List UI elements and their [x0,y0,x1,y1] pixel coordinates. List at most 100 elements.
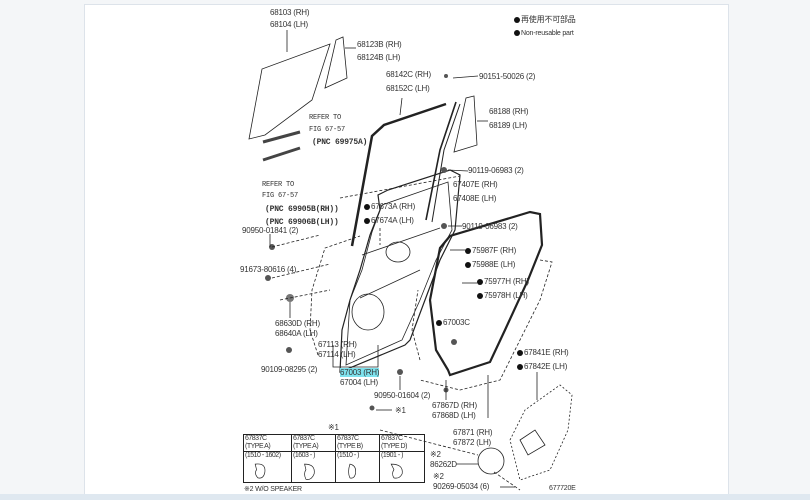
part-label[interactable]: 68124B (LH) [357,53,401,62]
division-bar [425,101,457,221]
part-label[interactable]: 67004 (LH) [340,378,379,387]
belt-moulding-outer [262,130,301,144]
part-label-nonreusable[interactable]: 67841E (RH) [517,348,569,357]
non-reusable-dot-icon [517,364,523,370]
rear-frame [453,95,478,153]
bolt-icon [441,167,447,173]
part-type: (TYPE A) [293,443,319,450]
part-label[interactable]: 90950-01841 (2) [242,226,299,235]
table-cell-part[interactable]: 67837C(TYPE B) [335,434,380,452]
part-number: 67842E (LH) [524,362,568,371]
part-label[interactable]: 68123B (RH) [357,40,402,49]
date-range: (1901 - ) [381,452,403,460]
part-number: 67837C [293,435,315,443]
table-cell-part[interactable]: 67837C(TYPE A) [243,434,292,452]
non-reusable-dot-icon [436,320,442,326]
refer-pnc[interactable]: (PNC 69975A) [312,138,368,147]
part-label[interactable]: 68640A (LH) [275,329,318,338]
part-label[interactable]: 68189 (LH) [489,121,528,130]
part-label[interactable]: 67114 (LH) [318,350,356,359]
bottom-border [0,494,810,500]
part-type: (TYPE B) [337,443,363,450]
refer-pnc[interactable]: (PNC 69906B(LH)) [265,218,339,227]
legend-jp-text: 再使用不可部品 [521,15,576,24]
part-label-nonreusable[interactable]: 67842E (LH) [517,362,567,371]
door-weatherstrip [428,210,544,377]
clip-shape-icon [304,463,315,480]
part-label[interactable]: 67872 (LH) [453,438,492,447]
part-label[interactable]: 67407E (RH) [453,180,498,189]
note-mark: ※2 [430,450,441,459]
non-reusable-dot-icon [465,262,471,268]
variant-table: 67837C(TYPE A) 67837C(TYPE A) 67837C(TYP… [243,434,425,483]
part-label[interactable]: 68103 (RH) [270,8,310,17]
part-label[interactable]: 90119-06983 (2) [468,166,524,175]
part-label[interactable]: 67113 (RH) [318,340,357,349]
part-label-nonreusable[interactable]: 75987F (RH) [465,246,516,255]
clip-shape-icon [390,463,403,479]
non-reusable-dot-icon [514,17,520,23]
part-label-nonreusable[interactable]: 75977H (RH) [477,277,529,286]
part-number: 67674A (LH) [371,216,414,225]
date-range: (1510 - 1602) [245,452,281,460]
part-label[interactable]: 67868D (LH) [432,411,476,420]
table-title: ※1 [328,423,339,432]
refer-pnc[interactable]: (PNC 69905B(RH)) [265,205,339,214]
part-label[interactable]: 90109-08295 (2) [261,365,318,374]
part-label[interactable]: 90119-06983 (2) [462,222,518,231]
part-label-nonreusable[interactable]: 75978H (LH) [477,291,528,300]
part-number: 75988E (LH) [472,260,516,269]
part-label[interactable]: 90950-01604 (2) [374,391,431,400]
part-label[interactable]: 68188 (RH) [489,107,529,116]
part-label[interactable]: 90151-50026 (2) [479,72,536,81]
screw-icon [444,74,448,78]
refer-text: FIG 67-57 [309,126,346,134]
part-label-nonreusable[interactable]: 67674A (LH) [364,216,414,225]
part-label-nonreusable[interactable]: 67673A (RH) [364,202,415,211]
refer-text: REFER TO [262,181,295,189]
part-label[interactable]: 67867D (RH) [432,401,477,410]
speaker [477,447,505,475]
glass-run [350,102,447,247]
table-cell-part[interactable]: 67837C(TYPE D) [379,434,425,452]
table-cell-part[interactable]: 67837C(TYPE A) [291,434,336,452]
part-number: 75987F (RH) [472,246,517,255]
part-number: 67841E (RH) [524,348,569,357]
figure-id: 677720E [549,485,576,492]
part-label[interactable]: 67408E (LH) [453,194,497,203]
refer-text: REFER TO [309,114,342,122]
part-number: 67003C [443,318,470,327]
non-reusable-dot-icon [364,218,370,224]
service-hole-cover [509,384,573,481]
part-label[interactable]: 67871 (RH) [453,428,493,437]
door-panel [339,169,461,373]
part-label[interactable]: 91673-80616 (4) [240,265,297,274]
part-label-nonreusable[interactable]: 75988E (LH) [465,260,515,269]
plug-icon [451,339,457,345]
non-reusable-dot-icon [364,204,370,210]
part-label-nonreusable[interactable]: 67003C [436,318,470,327]
part-label[interactable]: 68630D (RH) [275,319,320,328]
non-reusable-dot-icon [477,279,483,285]
non-reusable-dot-icon [465,248,471,254]
clip-shape-icon [348,463,356,479]
date-range: (1510 - ) [337,452,359,460]
date-range: (1603 - ) [293,452,315,460]
non-reusable-dot-icon [514,30,520,36]
refer-text: FIG 67-57 [262,192,299,200]
part-label[interactable]: 90269-05034 (6) [433,482,490,491]
clip-icon [265,275,271,281]
plug-icon [397,369,403,375]
belt-moulding-inner [262,146,301,162]
non-reusable-dot-icon [517,350,523,356]
part-label[interactable]: 68104 (LH) [270,20,309,29]
part-type: (TYPE A) [245,443,271,450]
part-label[interactable]: 68152C (LH) [386,84,430,93]
part-label[interactable]: 86262D [430,460,457,469]
non-reusable-dot-icon [477,293,483,299]
table-cell-range: (1603 - ) [291,451,336,483]
table-cell-range: (1510 - ) [335,451,380,483]
door-glass [248,43,331,140]
part-label[interactable]: 68142C (RH) [386,70,431,79]
part-label-highlighted[interactable]: 67003 (RH) [340,368,380,377]
